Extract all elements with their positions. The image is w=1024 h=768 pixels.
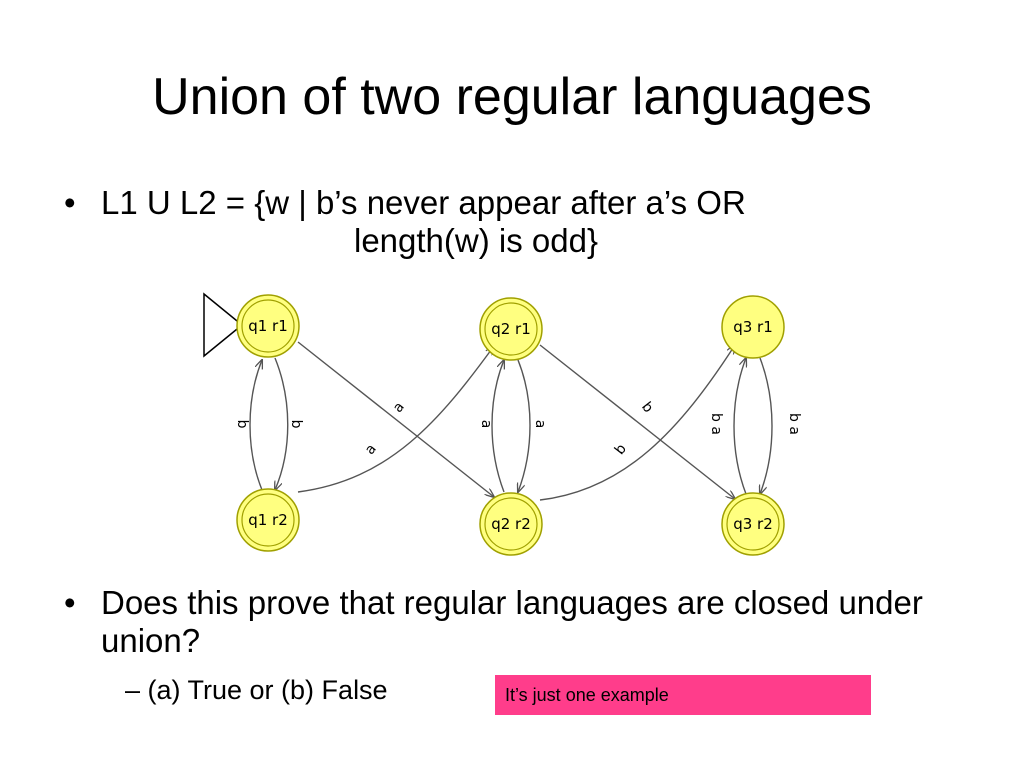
state-q2-r1: q2 r1 xyxy=(479,297,543,361)
state-label: q3 r1 xyxy=(733,318,773,336)
edge-label: a xyxy=(390,399,408,416)
initial-state-arrow xyxy=(203,292,244,358)
state-label: q2 r1 xyxy=(491,320,531,338)
state-label: q1 r2 xyxy=(248,511,288,529)
state-label: q1 r1 xyxy=(248,317,288,335)
state-q1-r1: q1 r1 xyxy=(236,294,300,358)
edge-label: a xyxy=(478,420,494,429)
edge-q2r1-q3r2 xyxy=(539,344,735,499)
edge-q2r1-q2r2 xyxy=(518,359,531,492)
edge-q3r2-q3r1 xyxy=(733,358,746,495)
edge-q2r2-q3r1 xyxy=(539,345,735,501)
edge-q1r2-q1r1 xyxy=(249,360,262,491)
edge-label: b xyxy=(612,441,630,458)
state-q1-r2: q1 r2 xyxy=(236,488,300,552)
bullet-marker: • xyxy=(64,184,76,221)
state-label: q2 r2 xyxy=(491,515,531,533)
edge-label: a xyxy=(362,441,380,458)
edge-label: b xyxy=(638,399,656,416)
definition-line-2: length(w) is odd} xyxy=(354,222,598,259)
edge-q1r1-q2r2 xyxy=(297,341,494,497)
edge-q1r1-q1r2 xyxy=(275,357,289,490)
callout-note: It’s just one example xyxy=(495,675,871,715)
edge-label: a xyxy=(532,420,548,429)
edge-label: b xyxy=(234,420,250,429)
edge-q3r1-q3r2 xyxy=(760,357,773,494)
answer-options: – (a) True or (b) False xyxy=(125,675,388,705)
edge-q1r2-q2r1 xyxy=(297,346,494,493)
edge-label: b a xyxy=(786,413,802,435)
edge-q2r2-q2r1 xyxy=(491,360,504,493)
state-q3-r1: q3 r1 xyxy=(721,295,785,359)
state-q2-r2: q2 r2 xyxy=(479,492,543,556)
state-label: q3 r2 xyxy=(733,515,773,533)
slide-title: Union of two regular languages xyxy=(152,68,872,126)
question-text: Does this prove that regular languages a… xyxy=(101,584,923,659)
definition-line-1: L1 U L2 = {w | b’s never appear after a’… xyxy=(101,184,746,221)
bullet-marker: • xyxy=(64,584,76,621)
edge-label: b a xyxy=(708,413,724,435)
state-q3-r2: q3 r2 xyxy=(721,492,785,556)
edge-label: b xyxy=(288,420,304,429)
